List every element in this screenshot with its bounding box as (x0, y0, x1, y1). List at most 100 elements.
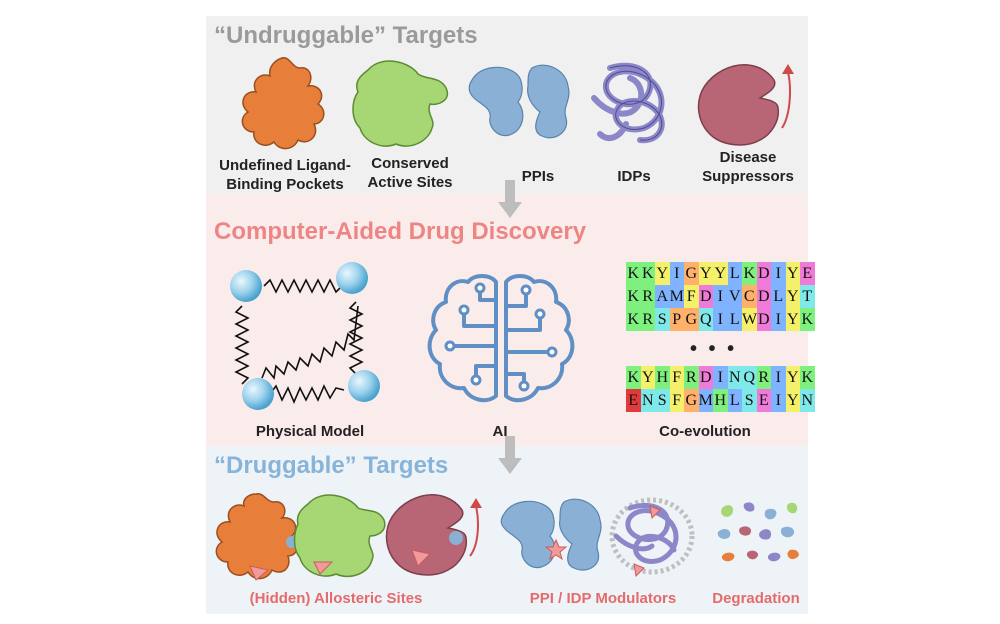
ai-brain-circuit-icon (427, 274, 575, 403)
residue-cell: I (713, 308, 728, 331)
allosteric-green-protein-shape (293, 494, 386, 578)
residue-cell: E (756, 389, 771, 412)
residue-cell: W (742, 308, 757, 331)
residue-cell: Y (785, 262, 800, 285)
residue-cell: D (756, 285, 771, 308)
residue-cell: Y (640, 366, 655, 389)
residue-cell: S (655, 389, 670, 412)
allosteric-maroon-protein-shape (385, 494, 482, 576)
residue-cell: F (684, 285, 699, 308)
conserved-site-label: Conserved Active Sites (367, 155, 453, 191)
residue-cell: K (626, 308, 641, 331)
residue-cell: Y (785, 285, 800, 308)
residue-cell: A (655, 285, 670, 308)
residue-cell: R (640, 285, 655, 308)
residue-cell: Y (785, 308, 800, 331)
residue-cell: I (713, 285, 728, 308)
residue-cell: L (771, 285, 786, 308)
residue-cell: S (742, 389, 757, 412)
residue-cell: L (727, 308, 742, 331)
residue-cell: L (727, 262, 742, 285)
residue-cell: T (800, 285, 815, 308)
degradation-label: Degradation (712, 590, 800, 607)
residue-cell: F (669, 366, 684, 389)
residue-cell: V (727, 285, 742, 308)
down-arrow-icon (498, 436, 522, 474)
spring-network-icon (230, 262, 380, 410)
residue-cell: N (640, 389, 655, 412)
residue-cell: D (698, 366, 713, 389)
cadd-title: Computer-Aided Drug Discovery (214, 218, 587, 245)
ppi-idp-modulators-label: PPI / IDP Modulators (529, 590, 677, 607)
residue-cell: K (800, 366, 815, 389)
disease-suppressor-label: Disease Suppressors (702, 149, 794, 185)
residue-cell: Y (698, 262, 713, 285)
druggable-title: “Druggable” Targets (214, 452, 449, 479)
residue-cell: I (771, 389, 786, 412)
residue-cell: R (756, 366, 771, 389)
residue-cell: N (800, 389, 815, 412)
residue-cell: R (640, 308, 655, 331)
residue-cell: G (684, 262, 699, 285)
residue-cell: Q (698, 308, 713, 331)
residue-cell: Q (742, 366, 757, 389)
residue-cell: Y (713, 262, 728, 285)
residue-cell: D (756, 308, 771, 331)
residue-cell: Y (785, 366, 800, 389)
ppi-protein-pair-shape (468, 64, 570, 139)
residue-cell: C (742, 285, 757, 308)
physical-model-label: Physical Model (255, 423, 365, 440)
disease-suppressor-protein-shape (697, 64, 794, 146)
residue-cell: D (756, 262, 771, 285)
residue-cell: P (669, 308, 684, 331)
residue-cell: K (626, 366, 641, 389)
ppi-modulator-protein-pair-shape (500, 498, 602, 571)
residue-cell: Y (785, 389, 800, 412)
residue-cell: G (684, 308, 699, 331)
residue-cell: K (640, 262, 655, 285)
allosteric-sites-label: (Hidden) Allosteric Sites (249, 590, 423, 607)
residue-cell: M (669, 285, 684, 308)
residue-cell: I (669, 262, 684, 285)
ppis-label: PPIs (521, 168, 555, 185)
ligand-pocket-label: Undefined Ligand- Binding Pockets (219, 157, 351, 193)
idp-tangle-shape (591, 62, 665, 144)
residue-cell: F (669, 389, 684, 412)
residue-cell: N (727, 366, 742, 389)
residue-cell: H (655, 366, 670, 389)
residue-cell: K (800, 308, 815, 331)
coevolution-label: Co-evolution (659, 423, 751, 440)
residue-cell: I (771, 366, 786, 389)
residue-cell: I (713, 366, 728, 389)
undruggable-title: “Undruggable” Targets (214, 22, 478, 49)
undefined-pocket-protein-shape (241, 57, 325, 150)
residue-cell: E (800, 262, 815, 285)
residue-cell: R (684, 366, 699, 389)
residue-cell: H (713, 389, 728, 412)
residue-cell: M (698, 389, 713, 412)
ai-label: AI (492, 423, 508, 440)
conserved-site-protein-shape (352, 60, 449, 147)
residue-cell: S (655, 308, 670, 331)
residue-cell: L (727, 389, 742, 412)
residue-cell: K (626, 262, 641, 285)
residue-cell: K (742, 262, 757, 285)
residue-cell: E (626, 389, 641, 412)
residue-cell: D (698, 285, 713, 308)
residue-cell: I (771, 262, 786, 285)
residue-cell: I (771, 308, 786, 331)
down-arrow-icon (498, 180, 522, 218)
allosteric-orange-protein-shape (215, 493, 299, 581)
residue-cell: G (684, 389, 699, 412)
idps-label: IDPs (617, 168, 651, 185)
degradation-fragments-shape (717, 502, 799, 562)
residue-cell: K (626, 285, 641, 308)
